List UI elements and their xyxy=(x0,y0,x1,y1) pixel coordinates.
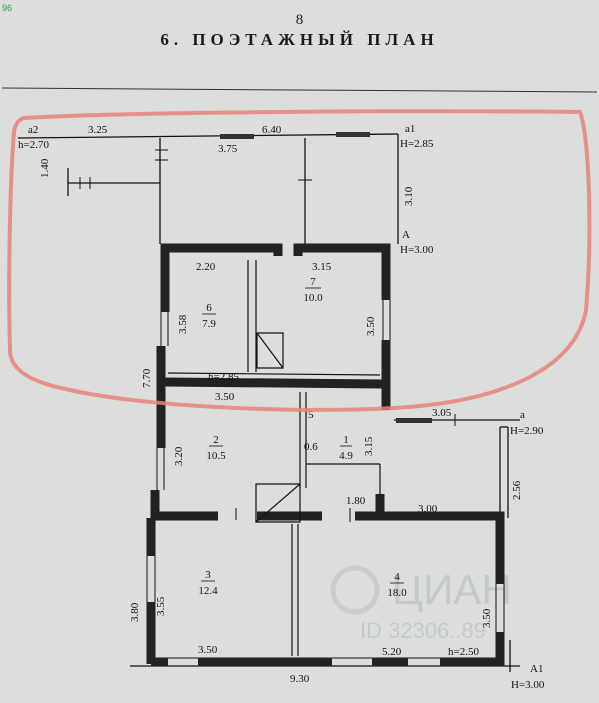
label-a: a xyxy=(520,409,525,421)
watermark-id: ID 32306..89 xyxy=(360,618,486,643)
dim-h-2-50: h=2.50 xyxy=(448,646,479,658)
room-fraction-lines xyxy=(201,287,404,584)
dim-3-05: 3.05 xyxy=(432,407,452,419)
label-a2: a2 xyxy=(28,124,38,136)
dim-3-58: 3.58 xyxy=(177,314,189,334)
room-3-number: 3 xyxy=(205,569,211,581)
dimension-labels: 3.25 6.40 3.75 1.40 3.10 2.20 3.15 3.58 … xyxy=(39,124,523,685)
label-h-A: H=3.00 xyxy=(400,244,434,256)
window-porch xyxy=(396,418,432,423)
walls xyxy=(146,243,505,667)
room-4-area: 18.0 xyxy=(387,587,407,599)
dim-1-80: 1.80 xyxy=(346,495,366,507)
rooms: 6 7.9 7 10.0 2 10.5 1 4.9 3 12.4 4 18.0 xyxy=(198,276,407,599)
tick-marks xyxy=(79,149,456,522)
label-h-a: H=2.90 xyxy=(510,425,544,437)
dim-3-50-bottom: 3.50 xyxy=(198,644,218,656)
window-top-right xyxy=(336,132,370,137)
window-top-left xyxy=(220,134,254,139)
label-a1: a1 xyxy=(405,123,415,135)
dim-3-75: 3.75 xyxy=(218,143,238,155)
label-h-a2: h=2.70 xyxy=(18,139,49,151)
dim-3-15-room1: 3.15 xyxy=(363,436,375,456)
label-A1: A1 xyxy=(530,663,543,675)
dim-6-40: 6.40 xyxy=(262,124,282,136)
label-A: A xyxy=(402,229,410,241)
dim-h-2-85: h=2.85 xyxy=(208,371,239,383)
room-6-number: 6 xyxy=(206,302,212,314)
room-2-number: 2 xyxy=(213,434,219,446)
dim-3-55: 3.55 xyxy=(155,596,167,616)
dim-0-6: 0.6 xyxy=(304,441,318,453)
dim-3-80: 3.80 xyxy=(129,602,141,622)
dim-3-00: 3.00 xyxy=(418,503,438,515)
room-6-area: 7.9 xyxy=(202,318,216,330)
room-7-area: 10.0 xyxy=(303,292,323,304)
room-2-area: 10.5 xyxy=(206,450,226,462)
dim-3-20: 3.20 xyxy=(173,446,185,466)
dim-2-56: 2.56 xyxy=(511,480,523,500)
label-h-A1: H=3.00 xyxy=(511,679,545,691)
highlight-outline xyxy=(7,109,592,412)
room-1-area: 4.9 xyxy=(339,450,353,462)
room-3-area: 12.4 xyxy=(198,585,218,597)
room-4-number: 4 xyxy=(394,571,400,583)
dim-9-30: 9.30 xyxy=(290,673,310,685)
dim-3-10: 3.10 xyxy=(403,186,415,206)
room-7-number: 7 xyxy=(310,276,316,288)
dim-2-20: 2.20 xyxy=(196,261,216,273)
page-title: 6. ПОЭТАЖНЫЙ ПЛАН xyxy=(160,30,439,49)
dim-3-25: 3.25 xyxy=(88,124,108,136)
watermark-brand: ЦИАН xyxy=(392,566,512,613)
label-h-a1: H=2.85 xyxy=(400,138,434,150)
corner-badge: 96 xyxy=(2,3,13,13)
dim-7-70: 7.70 xyxy=(141,368,153,388)
dim-3-50-room4: 3.50 xyxy=(481,608,493,628)
dim-3-50-right: 3.50 xyxy=(365,316,377,336)
plan-markers: a2 h=2.70 a1 H=2.85 A H=3.00 a H=2.90 A1… xyxy=(18,123,545,691)
dim-5: 5 xyxy=(308,409,314,421)
room-1-number: 1 xyxy=(343,434,349,446)
dim-5-20: 5.20 xyxy=(382,646,402,658)
page-number: 8 xyxy=(295,12,304,28)
cian-watermark: ЦИАН ID 32306..89 xyxy=(330,565,512,643)
dim-1-40: 1.40 xyxy=(39,158,51,178)
side-windows xyxy=(146,300,505,667)
dim-3-15-top: 3.15 xyxy=(312,261,332,273)
dim-3-50-mid: 3.50 xyxy=(215,391,235,403)
